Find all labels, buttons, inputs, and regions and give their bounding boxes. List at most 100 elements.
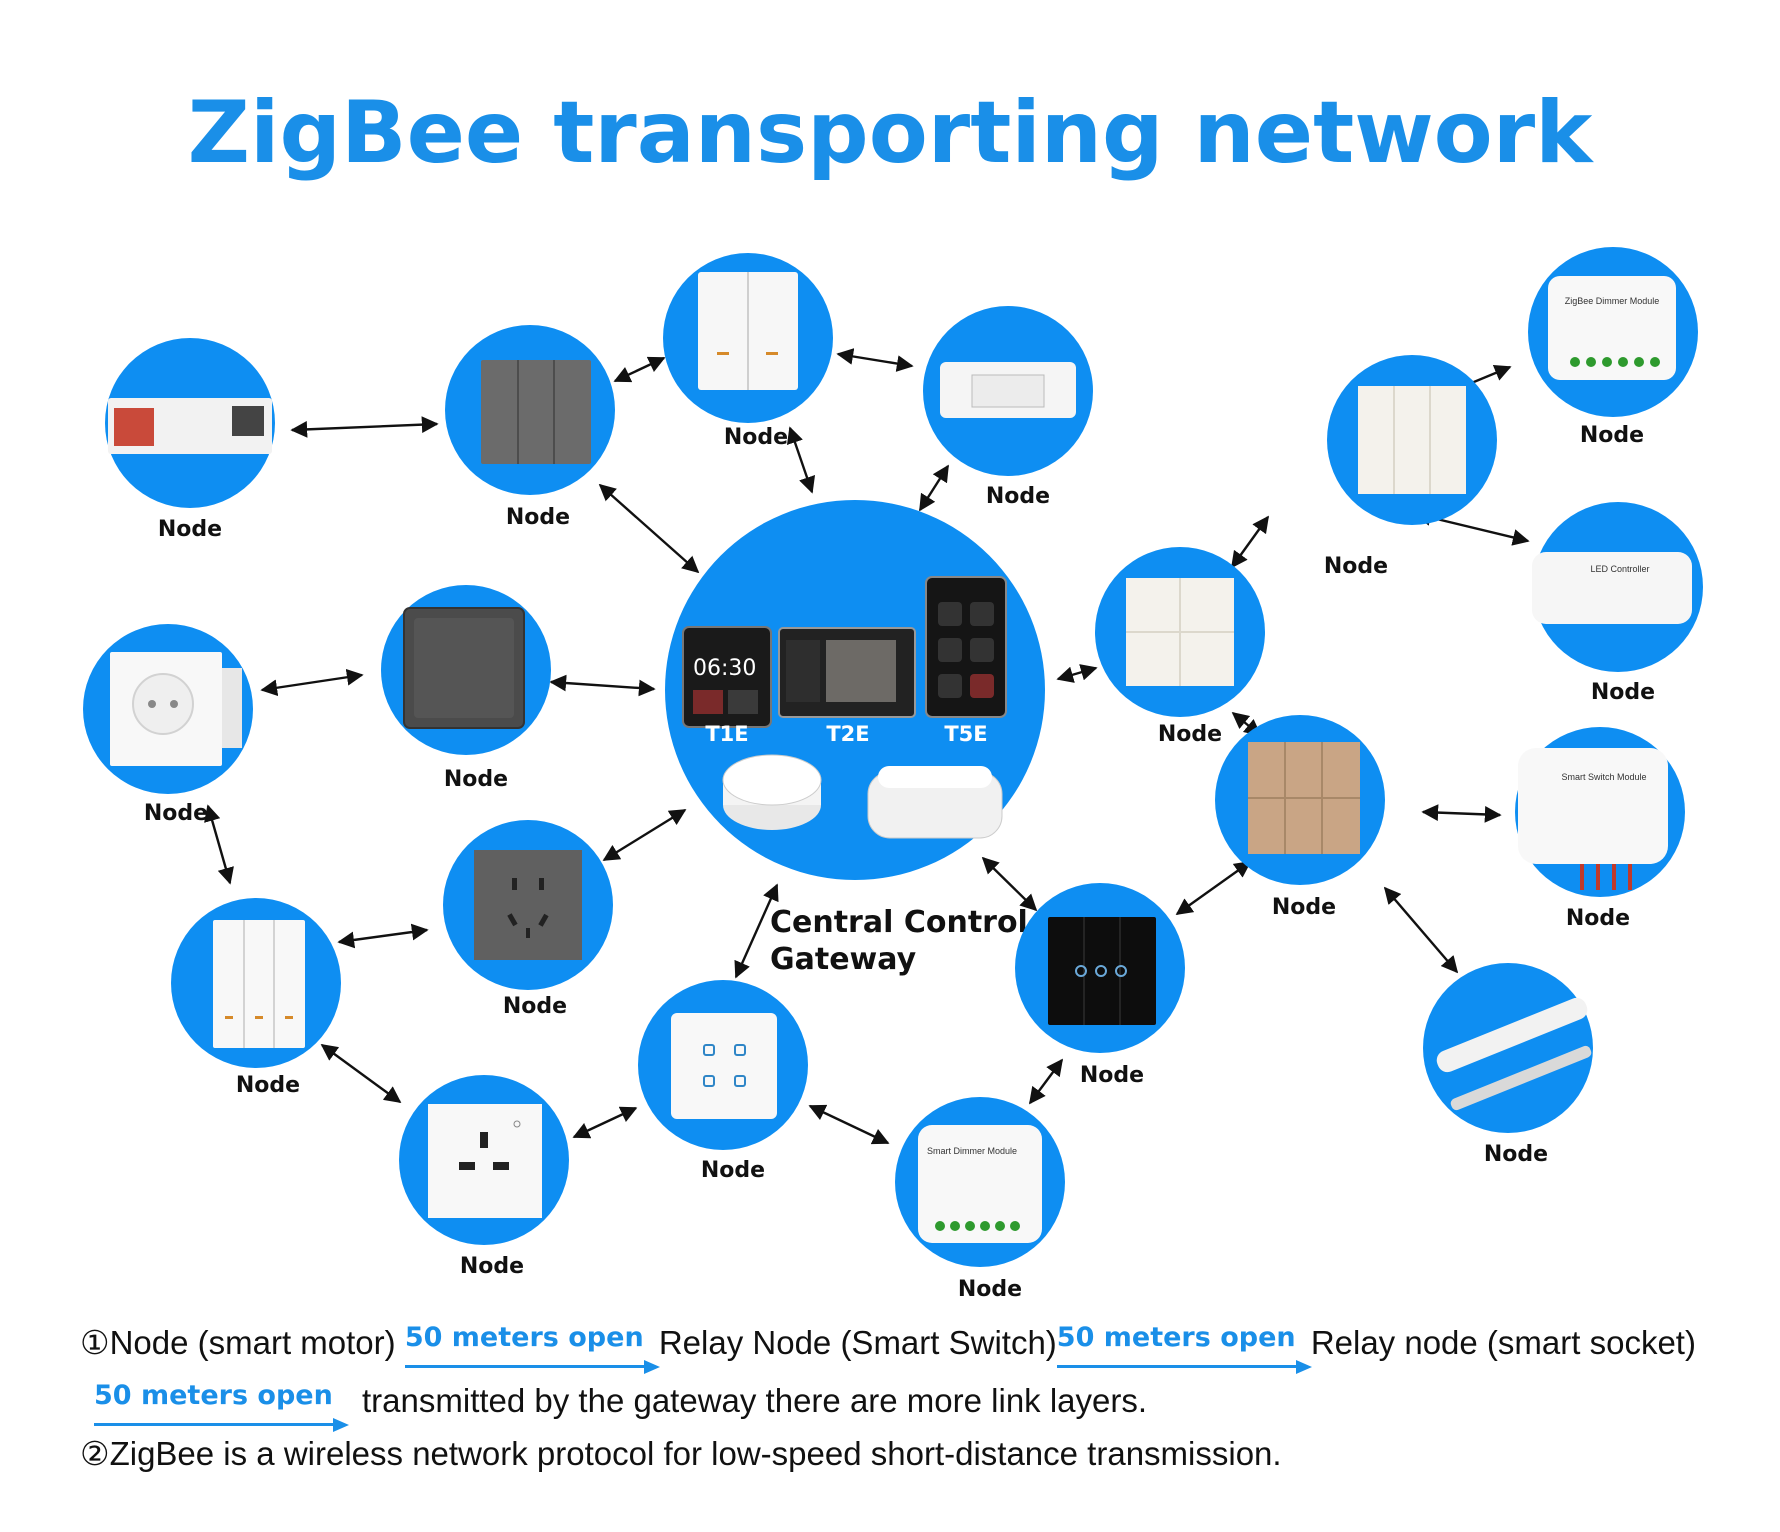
link-arrow: [1028, 1058, 1064, 1105]
link-arrow: [549, 674, 656, 697]
note-mid: Relay Node (Smart Switch): [658, 1324, 1057, 1361]
node-label: Node: [958, 1277, 1022, 1302]
note-line-3: ②ZigBee is a wireless network protocol f…: [80, 1434, 1760, 1474]
note-end: Relay node (smart socket): [1310, 1324, 1696, 1361]
note-line-1: ①Node (smart motor) 50 meters open Relay…: [80, 1318, 1760, 1374]
white-4key-touch-switch: [671, 1013, 777, 1119]
dark-3gang-switch: [481, 360, 591, 464]
panel-t5e: T5E: [925, 576, 1007, 746]
gateway-hub-square: [867, 766, 1003, 839]
device-text: Smart Dimmer Module: [927, 1146, 1017, 1156]
node-18[interactable]: Smart Switch Module Node: [1515, 727, 1685, 931]
link-arrow: [836, 348, 914, 372]
open-arrow-3: 50 meters open: [94, 1376, 349, 1432]
gateway-label-line2: Gateway: [770, 942, 917, 977]
note-line3-text: ②ZigBee is a wireless network protocol f…: [80, 1435, 1282, 1472]
link-arrow: [1175, 861, 1252, 915]
node-8[interactable]: Node: [83, 624, 253, 826]
node-4[interactable]: Node: [923, 306, 1093, 509]
led-controller-device: [1532, 552, 1692, 624]
node-label: Node: [701, 1158, 765, 1183]
link-arrow: [290, 416, 439, 438]
link-arrow: [260, 668, 364, 697]
link-arrow: [786, 426, 816, 494]
link-arrow: [1421, 804, 1502, 823]
node-17[interactable]: Node: [1215, 715, 1385, 920]
node-label: Node: [1591, 680, 1655, 705]
panel-label-t1e: T1E: [705, 722, 748, 746]
node-label: Node: [236, 1073, 300, 1098]
node-label: Node: [1580, 423, 1644, 448]
link-arrow: [1231, 515, 1269, 569]
link-arrow: [320, 1044, 402, 1103]
node-label: Node: [506, 505, 570, 530]
panel-t2e: T2E: [778, 627, 916, 746]
uk-socket: [428, 1104, 542, 1218]
link-arrow: [204, 804, 234, 885]
link-arrow: [808, 1104, 890, 1145]
node-2[interactable]: Node: [445, 325, 615, 530]
note-line-2: 50 meters open transmitted by the gatewa…: [94, 1376, 1774, 1432]
node-19[interactable]: Node: [1423, 963, 1593, 1167]
node-3[interactable]: Node: [663, 253, 833, 450]
node-14[interactable]: Smart Dimmer Module Node: [895, 1097, 1065, 1302]
node-9[interactable]: Node: [381, 585, 551, 792]
device-text: ZigBee Dimmer Module: [1565, 296, 1660, 306]
node-label: Node: [1080, 1063, 1144, 1088]
connection-arrows: [204, 348, 1530, 1145]
link-arrow: [598, 483, 700, 574]
link-arrow: [1056, 664, 1098, 683]
node-label: Node: [1272, 895, 1336, 920]
node-1[interactable]: Node: [105, 338, 275, 542]
node-12[interactable]: Node: [399, 1075, 569, 1279]
grey-cn-socket: [474, 850, 582, 960]
node-label: Node: [460, 1254, 524, 1279]
note-line2-text: transmitted by the gateway there are mor…: [362, 1382, 1148, 1419]
link-arrow: [734, 883, 779, 979]
node-label: Node: [158, 517, 222, 542]
node-label: Node: [1324, 554, 1388, 579]
node-label: Node: [503, 994, 567, 1019]
page-title: ZigBee transporting network: [188, 83, 1594, 183]
node-15[interactable]: Node: [1015, 883, 1185, 1088]
node-label: Node: [1484, 1142, 1548, 1167]
note-start: ①Node (smart motor): [80, 1324, 396, 1361]
zigbee-dimmer-module: [1548, 276, 1676, 380]
open-arrow-1: 50 meters open: [404, 1318, 660, 1374]
panel-t1e: 06:30 T1E: [682, 626, 772, 746]
node-10[interactable]: Node: [443, 820, 613, 1019]
beige-3gang-switch: [1358, 386, 1466, 494]
smart-switch-module-3gang: [1518, 748, 1668, 864]
device-text: LED Controller: [1590, 564, 1649, 574]
link-arrow: [981, 856, 1038, 912]
node-6[interactable]: ZigBee Dimmer Module Node: [1528, 247, 1698, 448]
smart-dimmer-module: [918, 1125, 1042, 1243]
link-arrow: [1383, 886, 1459, 974]
link-arrow: [337, 923, 429, 949]
panel-label-t5e: T5E: [944, 722, 987, 746]
node-label: Node: [444, 767, 508, 792]
gateway-label-line1: Central Control: [770, 905, 1028, 940]
node-7[interactable]: LED Controller Node: [1532, 502, 1703, 705]
gateway-hub-round: [722, 754, 822, 830]
node-label: Node: [1566, 906, 1630, 931]
node-16[interactable]: Node: [1095, 547, 1265, 747]
link-arrow: [572, 1106, 638, 1139]
node-label: Node: [1158, 722, 1222, 747]
node-13[interactable]: Node: [638, 980, 808, 1183]
node-label: Node: [724, 425, 788, 450]
node-label: Node: [986, 484, 1050, 509]
screen-time: 06:30: [693, 656, 756, 681]
device-text: Smart Switch Module: [1561, 772, 1646, 782]
link-arrow: [602, 808, 687, 862]
node-label: Node: [144, 801, 208, 826]
node-11[interactable]: Node: [171, 898, 341, 1098]
white-3gang-switch: [213, 920, 305, 1048]
panel-label-t2e: T2E: [826, 722, 869, 746]
curtain-motor-device: [1436, 997, 1592, 1111]
central-gateway[interactable]: 06:30 T1E T2E T5E: [665, 500, 1045, 880]
link-arrow: [613, 356, 666, 383]
open-arrow-2: 50 meters open: [1056, 1318, 1312, 1374]
node-5[interactable]: Node: [1324, 355, 1497, 579]
link-arrow: [918, 464, 950, 512]
